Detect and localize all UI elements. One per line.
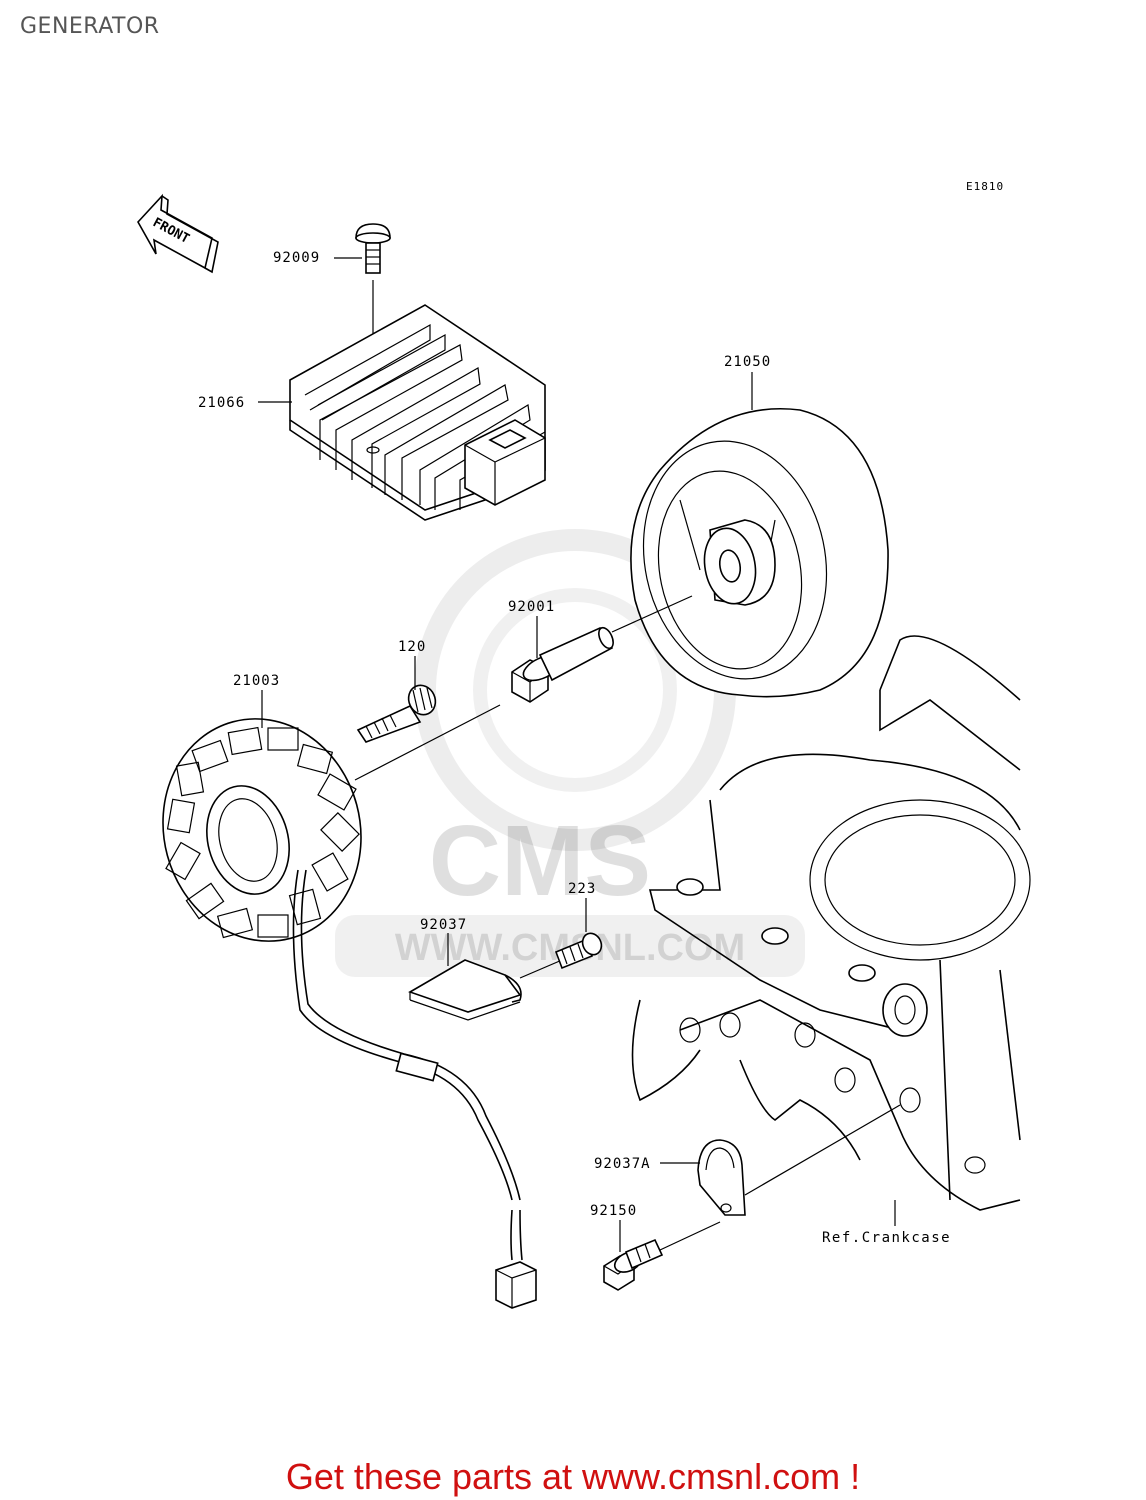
label-21003: 21003	[233, 673, 280, 689]
label-92037: 92037	[420, 917, 467, 933]
stator-wire-harness	[292, 869, 537, 1309]
label-21050: 21050	[724, 354, 771, 370]
label-92150: 92150	[590, 1203, 637, 1219]
regulator-rectifier-21066	[289, 304, 546, 521]
bolt-92150	[603, 1238, 664, 1291]
bolt-92001	[511, 626, 614, 703]
screw-92009	[355, 223, 391, 274]
crankcase-outline	[631, 635, 1031, 1211]
label-92037A: 92037A	[594, 1156, 651, 1172]
watermark-brand: CMS	[429, 805, 651, 917]
clamp-92037A	[697, 1139, 746, 1216]
clamp-92037	[408, 959, 522, 1021]
label-92001: 92001	[508, 599, 555, 615]
label-120: 120	[398, 639, 426, 655]
cms-watermark: CMS WWW.CMSNL.COM	[335, 529, 805, 977]
front-arrow-icon: FRONT	[137, 193, 219, 274]
get-parts-link[interactable]: Get these parts at www.cmsnl.com !	[285, 1456, 861, 1497]
diagram-code: E1810	[966, 180, 1004, 193]
bolt-120	[356, 684, 437, 743]
bolt-223	[554, 932, 603, 970]
ref-crankcase-label: Ref.Crankcase	[822, 1230, 951, 1246]
label-223: 223	[568, 881, 596, 897]
label-92009: 92009	[273, 250, 320, 266]
label-21066: 21066	[198, 395, 245, 411]
generator-parts-diagram: CMS WWW.CMSNL.COM E1810 FRONT 92009	[137, 180, 1031, 1309]
flywheel-21050	[630, 408, 889, 698]
stator-21003	[162, 718, 362, 942]
page-title: GENERATOR	[20, 14, 160, 39]
